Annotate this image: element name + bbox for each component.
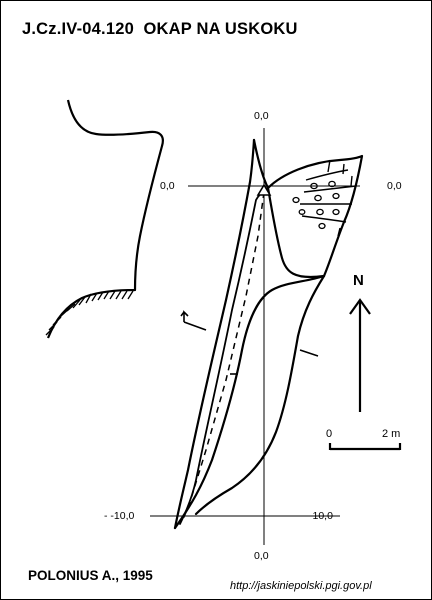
entrance-right-wall — [252, 138, 364, 278]
grid-label-top: 0,0 — [254, 110, 269, 122]
source-url[interactable]: http://jaskiniepolski.pgi.gov.pl — [230, 580, 372, 592]
outer-left-wall — [173, 138, 256, 530]
grid-label-right-zero: 0,0 — [387, 180, 402, 192]
scale-end-label: 2 m — [382, 428, 401, 440]
rock-hatching — [45, 290, 134, 336]
north-label: N — [353, 272, 364, 289]
grid-label-bottom: 0,0 — [254, 550, 269, 562]
sediment-pocket — [300, 159, 357, 237]
pebble-symbols — [292, 180, 340, 230]
author-credit: POLONIUS A., 1995 — [28, 568, 153, 583]
survey-station-marker — [256, 183, 272, 196]
lower-right-wall — [194, 274, 326, 516]
scale-bar — [328, 443, 402, 451]
north-arrow — [349, 298, 371, 412]
grid-lines — [150, 128, 360, 545]
scale-start-label: 0 — [326, 428, 333, 440]
grid-label-left-zero: 0,0 — [160, 180, 175, 192]
inner-dividing-wall — [173, 186, 326, 530]
section-marker — [180, 310, 319, 375]
survey-line — [181, 191, 265, 523]
cross-section-profile — [45, 99, 164, 339]
page-title: J.Cz.IV-04.120 OKAP NA USKOKU — [22, 20, 298, 38]
profile-outline — [46, 99, 164, 339]
narrow-inner-wall — [179, 187, 269, 525]
grid-label-left-minus-ten: - -10,0 — [104, 510, 135, 522]
grid-label-right-minus-ten: -10,0 — [309, 510, 333, 522]
